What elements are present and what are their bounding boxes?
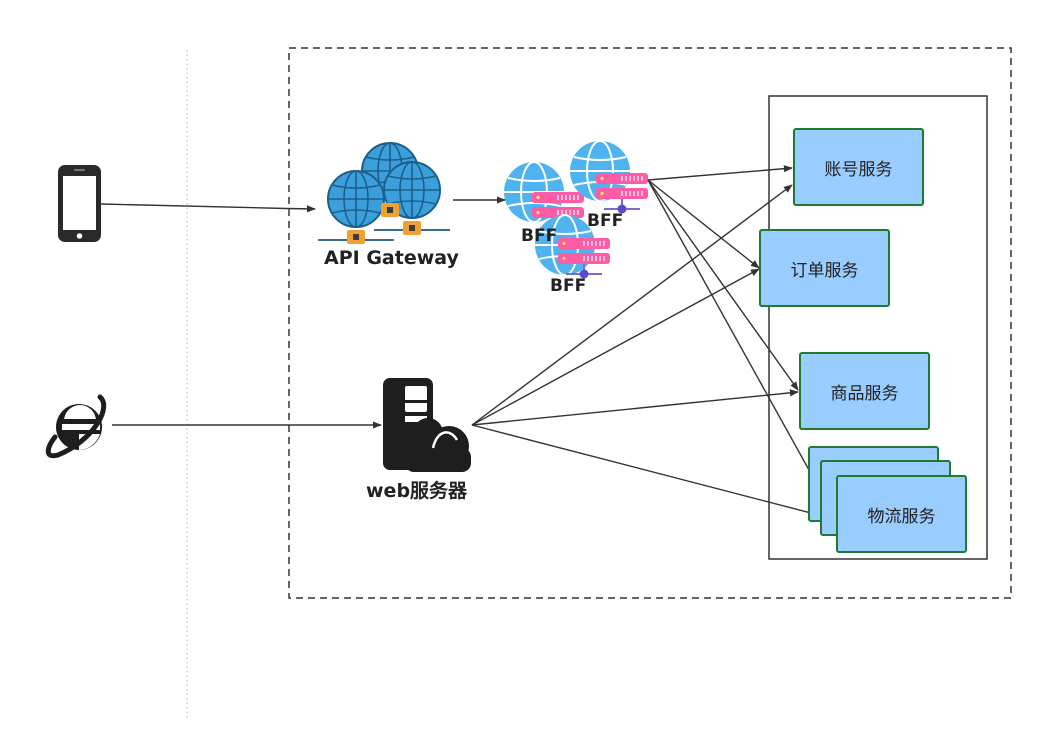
api-gateway-label: API Gateway [324,247,459,269]
logistics-service-box: 物流服务 [836,475,967,553]
bff-label-1: BFF [521,226,558,246]
arrow-bff-to-product [647,179,799,391]
logistics-service-label: 物流服务 [867,506,936,527]
system-boundary [288,47,1012,599]
arrow-bff-to-account [647,165,793,181]
connectors [100,165,835,521]
arrow-bff-to-order [647,179,760,269]
arrow-web-to-product [471,389,799,426]
internet-explorer-icon [45,394,107,459]
bff-label-2: BFF [587,211,624,231]
arrow-bff-to-logistics [647,179,835,516]
account-service-label: 账号服务 [824,159,893,180]
mobile-phone-icon [58,165,101,242]
product-service-box: 商品服务 [799,352,930,430]
gateway-icon [318,142,450,244]
services-container [768,95,988,560]
arrow-web-to-order [471,268,760,426]
bff-label-3: BFF [550,276,587,296]
arrow-mobile-to-gateway [100,203,316,213]
order-service-label: 订单服务 [790,260,859,281]
order-service-box: 订单服务 [759,229,890,307]
account-service-box: 账号服务 [793,128,924,206]
arrow-web-to-account [471,184,793,426]
arrow-web-to-logistics [471,424,835,521]
web-server-label: web服务器 [366,480,468,502]
server-cloud-icon [383,378,471,472]
product-service-label: 商品服务 [830,383,899,404]
